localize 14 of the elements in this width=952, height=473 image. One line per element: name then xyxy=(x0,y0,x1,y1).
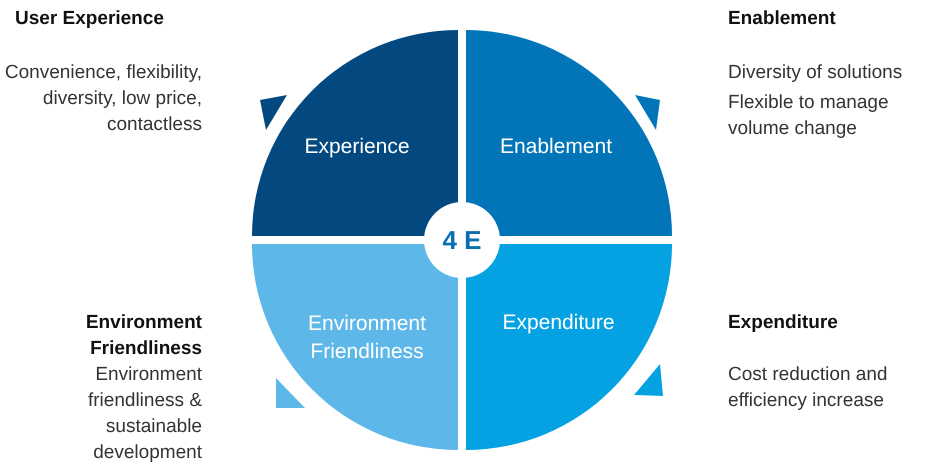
segment-label: 4 E xyxy=(442,227,482,253)
segment-label: Environment Friendliness xyxy=(307,311,427,365)
heading: User Experience xyxy=(15,7,165,31)
segment-label: Experience xyxy=(303,134,411,160)
heading: Enablement xyxy=(728,7,837,31)
segment-label: Expenditure xyxy=(501,310,616,336)
description: Environment friendliness & sustainable development xyxy=(86,363,202,465)
heading: Expenditure xyxy=(728,311,839,335)
description: Cost reduction and efficiency increase xyxy=(728,363,888,413)
description: Convenience, flexibility, diversity, low price, contactless xyxy=(4,61,202,137)
description: Flexible to manage volume change xyxy=(728,91,890,141)
segment-label: Enablement xyxy=(498,134,614,160)
description: Diversity of solutions xyxy=(728,61,904,85)
heading: Environment Friendliness xyxy=(84,311,202,361)
